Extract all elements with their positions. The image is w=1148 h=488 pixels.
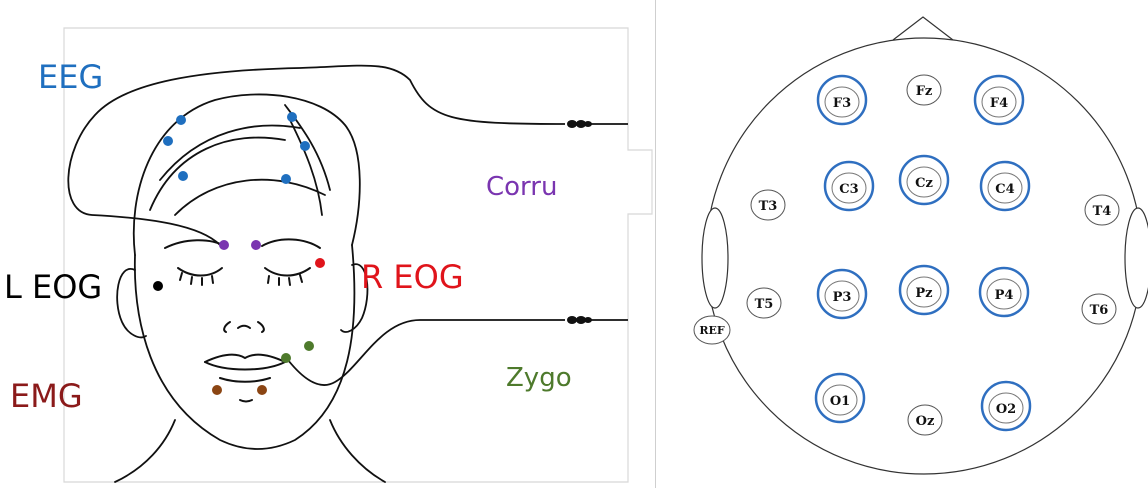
nose-marker: [892, 16, 954, 41]
l-eog-label: L EOG: [4, 268, 102, 306]
electrode-oz: Oz: [907, 404, 943, 436]
electrode-label-t5: T5: [755, 297, 774, 312]
electrode-label-c4: C4: [995, 182, 1014, 197]
electrode-label-o1: O1: [830, 394, 850, 409]
electrode-ref: REF: [693, 315, 731, 345]
electrode-fz: Fz: [906, 74, 942, 106]
emg-dot: [257, 385, 267, 395]
electrode-o2: O2: [980, 380, 1032, 432]
zygo-dot: [281, 353, 291, 363]
electrode-p4: P4: [978, 266, 1030, 318]
electrode-t5: T5: [746, 287, 782, 319]
electrode-label-f3: F3: [833, 96, 851, 111]
head-outline: [114, 93, 386, 483]
emg-dot: [212, 385, 222, 395]
eeg-label: EEG: [38, 58, 103, 96]
electrode-label-c3: C3: [839, 182, 858, 197]
corru-label: Corru: [486, 172, 557, 202]
eeg-dot: [300, 141, 310, 151]
electrode-c3: C3: [823, 160, 875, 212]
emg-label: EMG: [10, 377, 83, 415]
electrode-label-t6: T6: [1090, 303, 1109, 318]
left-ear: [701, 207, 729, 309]
electrode-t6: T6: [1081, 293, 1117, 325]
eeg-dot: [281, 174, 291, 184]
electrode-label-oz: Oz: [916, 414, 935, 429]
zygo-dot: [304, 341, 314, 351]
right-ear: [1124, 207, 1148, 309]
eeg-dot: [287, 112, 297, 122]
eeg-electrode-dots: [163, 112, 310, 184]
electrode-cz: Cz: [898, 154, 950, 206]
r-eog-label: R EOG: [361, 258, 464, 296]
electrode-label-fz: Fz: [916, 84, 933, 99]
face-electrode-diagram: EEG Corru L EOG R EOG EMG Zygo: [4, 27, 653, 483]
electrode-t4: T4: [1084, 194, 1120, 226]
r-eog-dot: [315, 258, 325, 268]
corru-dot: [219, 240, 229, 250]
facial-features: [164, 238, 321, 403]
cable-box-outline: [63, 27, 653, 483]
cable-connectors: [567, 120, 592, 324]
electrode-label-pz: Pz: [915, 286, 932, 301]
electrode-f4: F4: [973, 74, 1025, 126]
eeg-dot: [178, 171, 188, 181]
electrode-label-t3: T3: [759, 199, 778, 214]
eeg-map-svg: Fz T3 T4 T5 T6 REF Oz F3: [693, 16, 1148, 475]
electrode-p3: P3: [816, 268, 868, 320]
electrode-label-ref: REF: [699, 324, 725, 337]
electrode-label-o2: O2: [996, 402, 1016, 417]
electrode-label-cz: Cz: [915, 176, 933, 191]
l-eog-dot: [153, 281, 163, 291]
electrode-f3: F3: [816, 74, 868, 126]
face-diagram-svg: EEG Corru L EOG R EOG EMG Zygo: [4, 27, 653, 483]
eeg-dot: [163, 136, 173, 146]
zygo-label: Zygo: [506, 363, 572, 393]
electrode-o1: O1: [814, 372, 866, 424]
corru-dot: [251, 240, 261, 250]
panel-divider: [655, 0, 656, 488]
electrode-label-f4: F4: [990, 96, 1008, 111]
eeg-dot: [176, 115, 186, 125]
electrode-cables: [67, 64, 628, 386]
electrode-t3: T3: [750, 189, 786, 221]
eeg-10-20-map: Fz T3 T4 T5 T6 REF Oz F3: [656, 0, 1148, 488]
electrode-pz: Pz: [898, 264, 950, 316]
electrode-label-p3: P3: [833, 290, 852, 305]
electrode-c4: C4: [979, 160, 1031, 212]
electrode-label-p4: P4: [995, 288, 1014, 303]
electrode-label-t4: T4: [1093, 204, 1112, 219]
